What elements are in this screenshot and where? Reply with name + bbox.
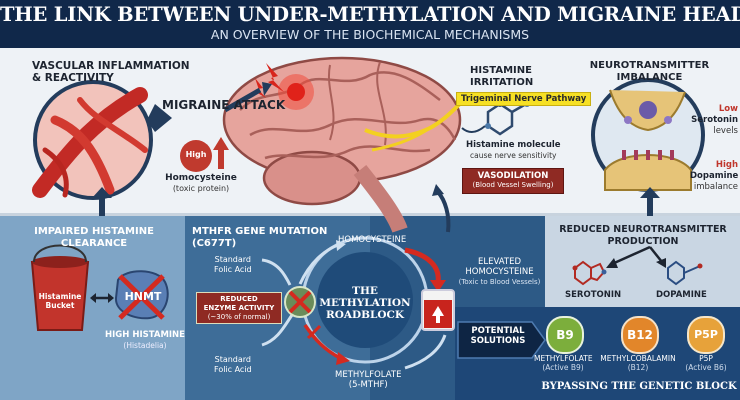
roadblock-line2: METHYLATION (319, 297, 411, 309)
serotonin-label: Serotonin (691, 115, 738, 125)
solution-item-b9: METHYLFOLATE (Active B9) (534, 354, 593, 372)
serotonin-status: Low Serotonin levels (690, 104, 738, 137)
roadblock-title: THE METHYLATION ROADBLOCK (317, 285, 413, 321)
histamine-heading-line1: HISTAMINE (470, 65, 532, 76)
page-title: THE LINK BETWEEN UNDER-METHYLATION AND M… (0, 3, 740, 26)
elevated-homocysteine-label: ELEVATED HOMOCYSTEINE (Toxic to Blood Ve… (452, 257, 547, 287)
folic-bottom-line1: Standard (214, 355, 252, 364)
neurotransmitter-panel (545, 215, 740, 307)
brain-illustration (222, 56, 464, 233)
histamine-molecule-sub: cause nerve sensitivity (470, 151, 557, 160)
b9-name: METHYLFOLATE (534, 354, 593, 363)
neuro-heading-line1: NEUROTRANSMITTER (589, 60, 710, 71)
homocysteine-sub: (toxic protein) (172, 184, 230, 193)
elevated-sub: (Toxic to Blood Vessels) (458, 278, 541, 286)
pain-lightning (266, 63, 284, 92)
roadblock-line3: ROADBLOCK (325, 309, 404, 321)
synapse-illustration (591, 78, 705, 192)
serotonin-low-label: Low (718, 104, 738, 114)
reduced-neuro-line2: PRODUCTION (607, 236, 679, 247)
high-histamine-label: HIGH HISTAMINE (105, 330, 185, 340)
trigeminal-label: Trigeminal Nerve Pathway (456, 92, 592, 106)
bucket-label-line1: Histamine (38, 292, 82, 301)
header-bar (0, 0, 740, 48)
folic-top-line2: Folic Acid (214, 265, 252, 274)
hnmt-label: HNMT (124, 290, 162, 303)
histamine-heading-line2: IRRITATION (470, 77, 534, 88)
b12-name: METHYLCOBALAMIN (600, 354, 676, 363)
solutions-tag-line2: SOLUTIONS (470, 336, 526, 346)
folic-top-line1: Standard (214, 255, 252, 264)
solutions-tag-shape (457, 321, 546, 359)
solution-item-b12: METHYLCOBALAMIN (B12) (600, 354, 676, 372)
solutions-footer: BYPASSING THE GENETIC BLOCK (541, 381, 737, 392)
clearance-heading-line1: IMPAIRED HISTAMINE (34, 226, 154, 237)
histamine-bucket-icon (30, 244, 90, 331)
roadblock-line1: THE (352, 285, 378, 297)
dopamine-sub: imbalance (693, 182, 738, 192)
serotonin-sub: levels (713, 126, 738, 136)
dopamine-label: Dopamine (690, 171, 739, 181)
elevated-line1: ELEVATED (477, 257, 521, 267)
homocysteine-beaker-icon (421, 289, 455, 331)
vasodilation-box: VASODILATION (Blood Vessel Swelling) (462, 168, 564, 194)
high-badge: High (185, 150, 207, 159)
vascular-heading: VASCULAR INFLAMMATION & REACTIVITY (32, 60, 190, 84)
neuro-imbalance-heading: NEUROTRANSMITTER IMBALANCE (582, 60, 717, 84)
dopamine-status: High Dopamine imbalance (690, 160, 738, 193)
methylfolate-node: METHYLFOLATE (5-MTHF) (335, 370, 401, 390)
methylfolate-line1: METHYLFOLATE (335, 370, 402, 380)
p5p-sub: (Active B6) (685, 363, 727, 372)
histamine-molecule-label: Histamine molecule (466, 140, 561, 150)
reduced-line2: ENZYME ACTIVITY (203, 304, 275, 312)
serotonin-molecule-icon (572, 260, 607, 286)
hnmt-enzyme-icon (114, 270, 169, 320)
reduced-line1: REDUCED (220, 295, 258, 303)
b12-sub: (B12) (627, 363, 649, 372)
vascular-heading-line2: & REACTIVITY (32, 72, 114, 84)
dopamine-product-label: DOPAMINE (656, 290, 707, 300)
neuro-heading-line2: IMBALANCE (616, 72, 683, 83)
histamine-heading: HISTAMINE IRRITATION (470, 65, 533, 89)
vasodilation-sub: (Blood Vessel Swelling) (472, 181, 554, 189)
folic-acid-top: Standard Folic Acid (214, 255, 252, 275)
bucket-label-line2: Bucket (45, 301, 75, 310)
mthfr-line1: MTHFR GENE MUTATION (192, 226, 328, 237)
methylfolate-line2: (5-MTHF) (348, 380, 388, 390)
folic-bottom-line2: Folic Acid (214, 365, 252, 374)
bucket-label: Histamine Bucket (34, 292, 86, 310)
dopamine-molecule-icon (667, 260, 703, 286)
solutions-tag: POTENTIAL SOLUTIONS (463, 326, 533, 346)
folic-acid-bottom: Standard Folic Acid (214, 355, 252, 375)
p5p-badge: P5P (687, 316, 725, 354)
blood-vessel-illustration (32, 80, 153, 200)
reduced-line3: (~30% of normal) (207, 313, 271, 321)
dopamine-high-label: High (715, 160, 738, 170)
homocysteine-label: Homocysteine (165, 173, 237, 183)
migraine-attack-label: MIGRAINE ATTACK (162, 98, 286, 112)
page-subtitle: AN OVERVIEW OF THE BIOCHEMICAL MECHANISM… (210, 27, 530, 42)
mthfr-line2: (C677T) (192, 238, 237, 249)
reduced-enzyme-box: REDUCED ENZYME ACTIVITY (~30% of normal) (196, 292, 282, 324)
solutions-tag-line1: POTENTIAL (471, 326, 525, 336)
reduced-neuro-line1: REDUCED NEUROTRANSMITTER (559, 224, 727, 235)
clearance-heading-line2: CLEARANCE (60, 238, 128, 249)
solution-item-p5p: P5P (Active B6) (680, 354, 732, 372)
b9-sub: (Active B9) (542, 363, 584, 372)
elevated-line2: HOMOCYSTEINE (465, 267, 534, 277)
b9-badge: B9 (546, 316, 584, 354)
homocysteine-node: HOMOCYSTEINE (338, 235, 407, 245)
vascular-heading-line1: VASCULAR INFLAMMATION (32, 60, 190, 72)
histamine-clearance-heading: IMPAIRED HISTAMINE CLEARANCE (4, 226, 184, 250)
reduced-neuro-heading: REDUCED NEUROTRANSMITTER PRODUCTION (548, 224, 738, 248)
high-histamine-sub: (Histadelia) (123, 341, 167, 350)
b12-badge: B12 (621, 316, 659, 354)
serotonin-product-label: SEROTONIN (565, 290, 622, 300)
vasodilation-label: VASODILATION (477, 171, 549, 181)
mthfr-heading: MTHFR GENE MUTATION (C677T) (192, 226, 327, 250)
p5p-name: P5P (699, 354, 713, 363)
